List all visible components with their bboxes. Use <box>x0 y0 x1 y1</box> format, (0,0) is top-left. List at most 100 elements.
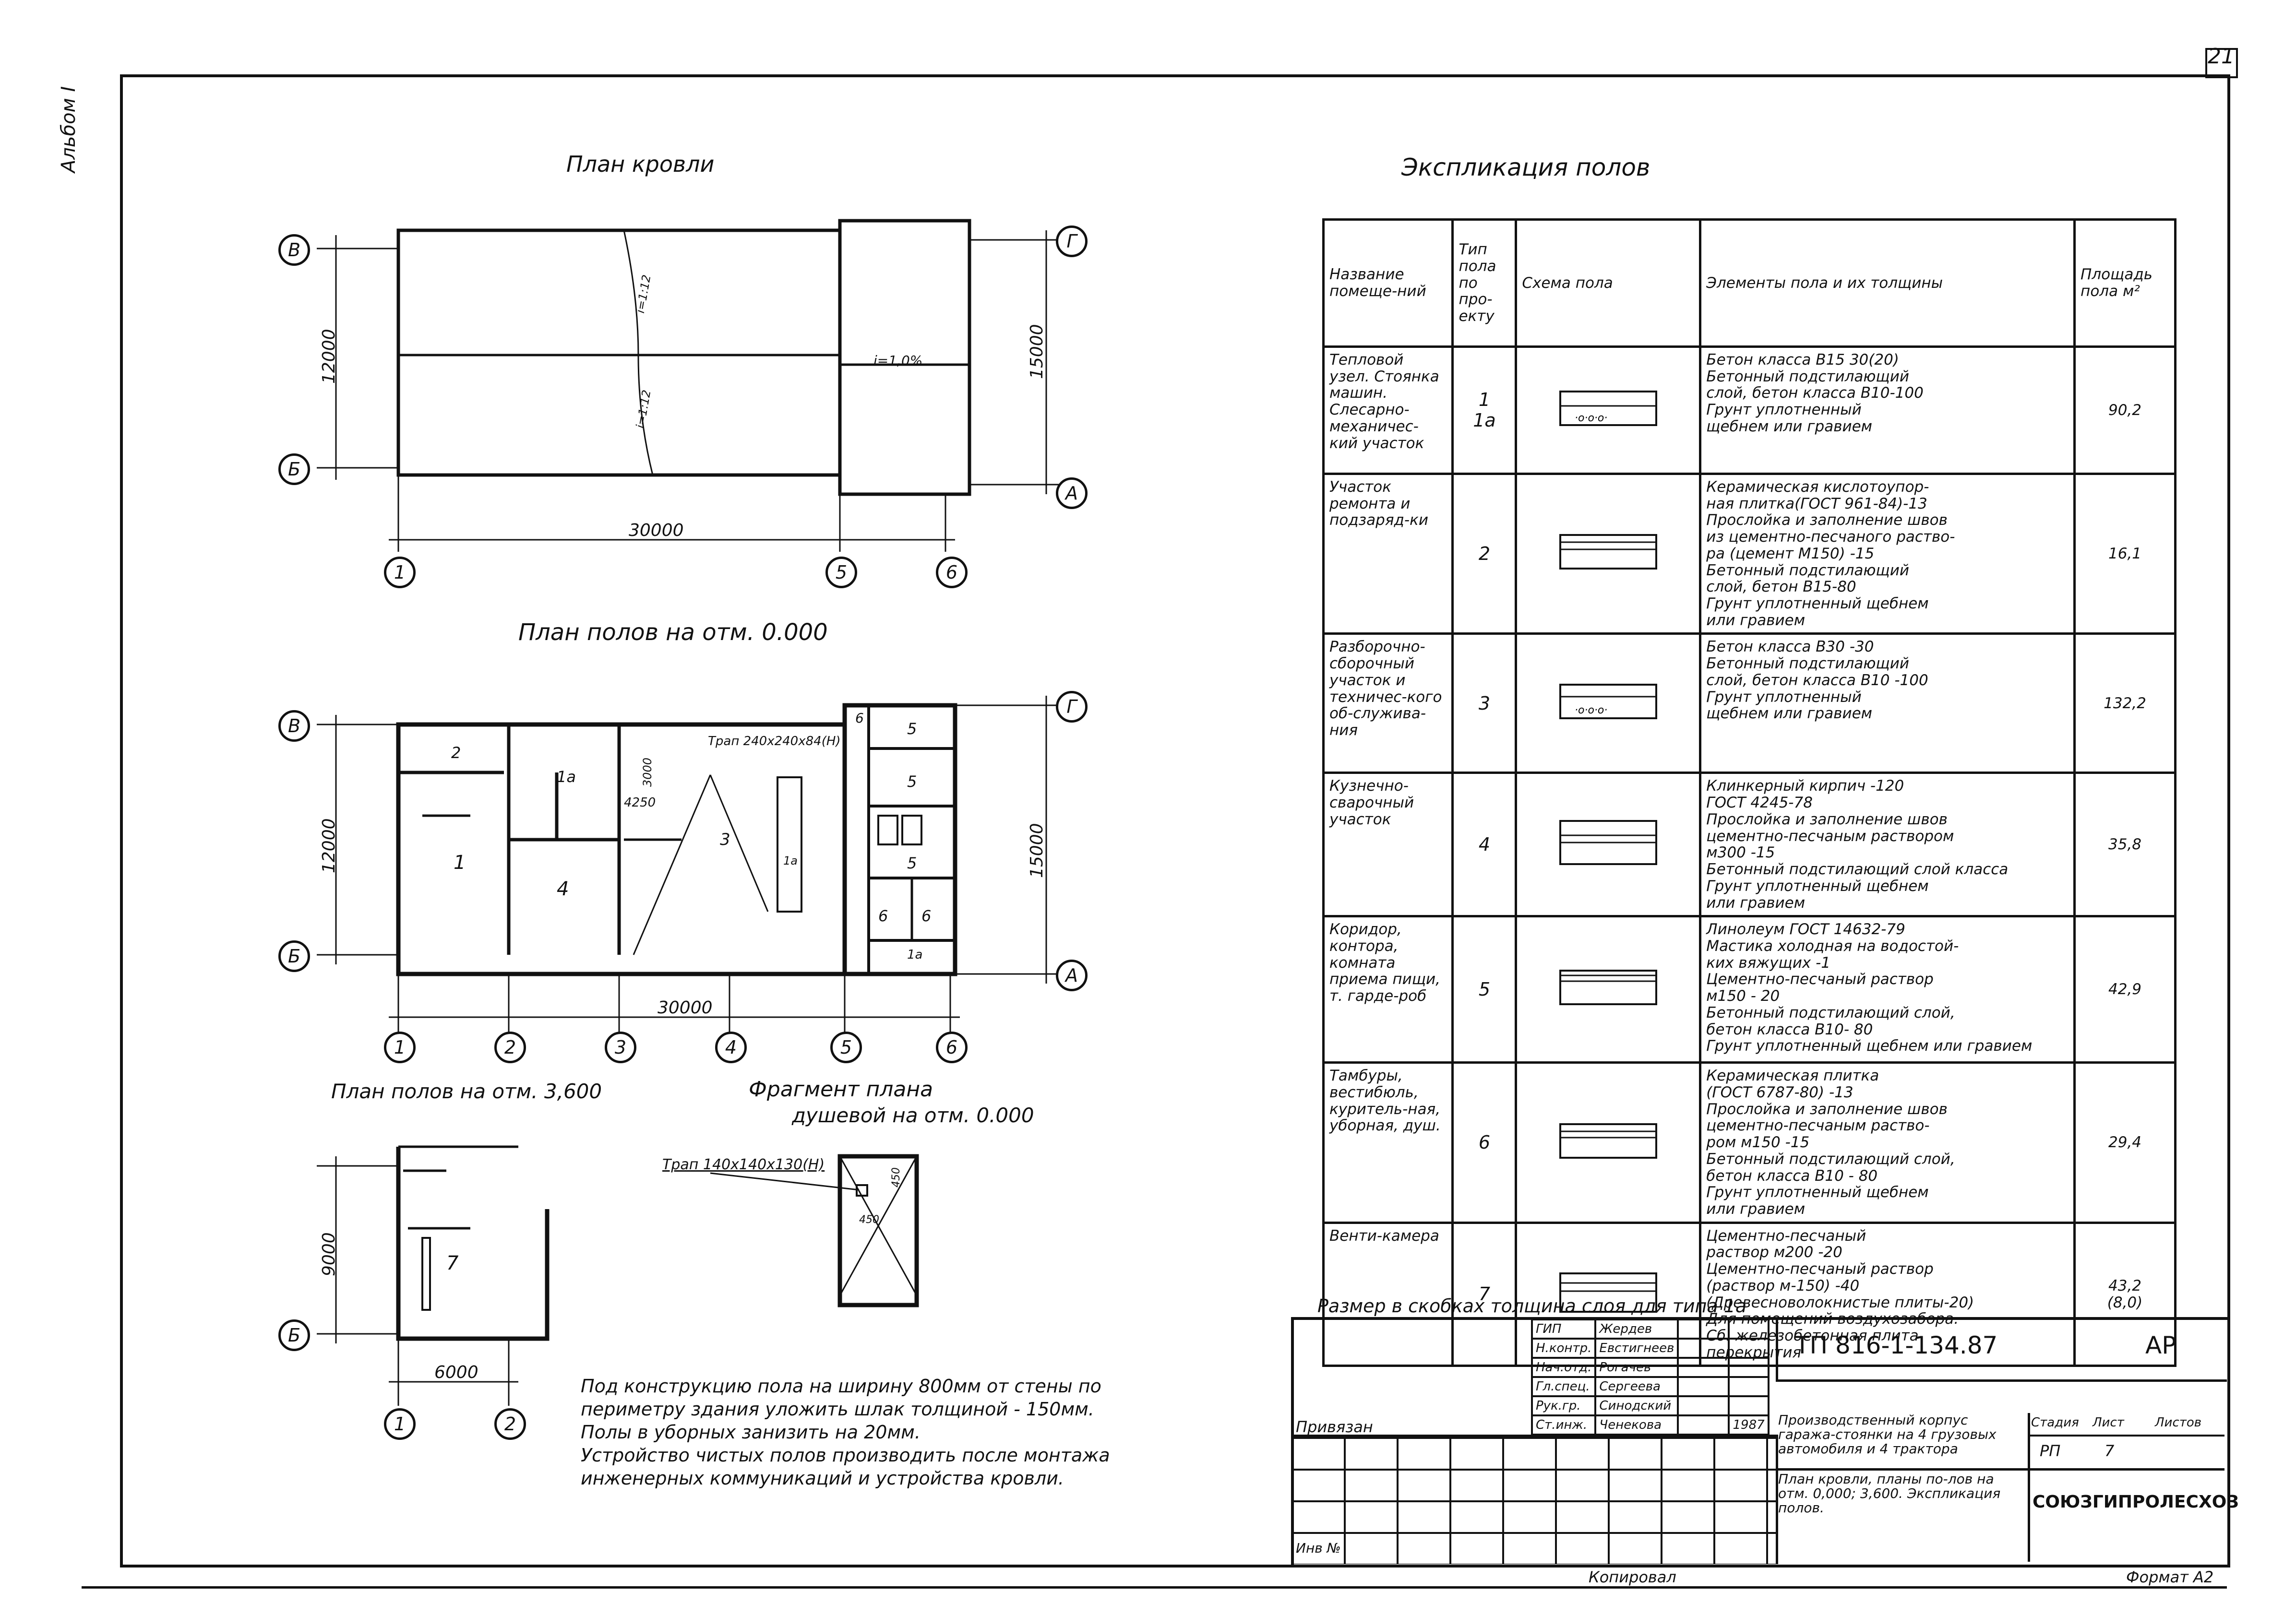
table-row: Тамбуры, вестибюль, куритель-ная, уборна… <box>1322 1061 2176 1224</box>
axis-col-5: 5 <box>825 557 857 588</box>
roof-dim-right: 15000 <box>1027 324 1047 379</box>
cell-name: Участок ремонта и подзаряд-ки <box>1322 472 1454 635</box>
cell-elements: Линолеум ГОСТ 14632-79 Мастика холодная … <box>1699 915 2076 1064</box>
cell-type: 6 <box>1451 1061 1518 1224</box>
floor-scheme-icon <box>1559 820 1657 866</box>
room-label: 2 <box>451 744 461 762</box>
explication-footnote: Размер в скобках толщина слоя для типа 1… <box>1317 1295 1747 1317</box>
floor-scheme-icon: ·o·o·o· <box>1559 684 1657 720</box>
notes-block: Под конструкцию пола на ширину 800мм от … <box>581 1375 1110 1490</box>
shower-drain-note: Трап 140х140х130(Н) <box>662 1156 825 1173</box>
axis-col-1-3600: 1 <box>384 1408 416 1440</box>
fp-dim-left: 12000 <box>319 818 339 873</box>
cell-area: 43,2 (8,0) <box>2073 1221 2176 1367</box>
svg-text:·o·o·o·: ·o·o·o· <box>1575 412 1607 424</box>
fp-drain-note: Трап 240х240х84(Н) <box>708 734 841 748</box>
axis-row-g-fp: Г <box>1056 691 1088 723</box>
table-row: Разборочно-сборочный участок и техничес-… <box>1322 632 2176 774</box>
cell-area: 16,1 <box>2073 472 2176 635</box>
person: Жердев <box>1594 1318 1679 1340</box>
table-row: Кузнечно-сварочный участок 4 Клинкерный … <box>1322 772 2176 918</box>
room-label: 6 <box>878 907 888 925</box>
room-label: 5 <box>907 720 917 738</box>
cell-area: 90,2 <box>2073 345 2176 475</box>
axis-row-b: Б <box>278 453 310 485</box>
svg-text:·o·o·o·: ·o·o·o· <box>1575 704 1607 716</box>
doc-section: АР <box>2145 1331 2176 1359</box>
doc-code: ТП 816-1-134.87 <box>1795 1331 1998 1359</box>
shower-fragment-drawing <box>710 1154 919 1307</box>
room-label: 4 <box>557 878 569 900</box>
shower-dim-2: 450 <box>859 1214 879 1226</box>
signature-row: Н.контр.Евстигнеев <box>1531 1338 1770 1359</box>
header-name: Название помеще-ний <box>1322 218 1454 348</box>
privyazan: Привязан <box>1296 1418 1373 1436</box>
col-stage-header: Стадия <box>2031 1415 2079 1430</box>
cell-elements: Клинкерный кирпич -120 ГОСТ 4245-78 Прос… <box>1699 772 2076 918</box>
roof-slope-3: i=1,0% <box>873 353 923 368</box>
axis-row-a: А <box>1056 477 1088 509</box>
cell-type: 7 <box>1451 1221 1518 1367</box>
axis-row-a-fp: А <box>1056 960 1088 991</box>
room-label: 5 <box>907 772 917 791</box>
axis-col-1: 1 <box>384 557 416 588</box>
fp-dim-right: 15000 <box>1027 823 1047 878</box>
floor-plan-3600-title: План полов на отм. 3,600 <box>331 1080 602 1103</box>
col-sheet-header: Лист <box>2093 1415 2124 1430</box>
roof-plan-drawing <box>317 219 1070 552</box>
fp-dim-width: 30000 <box>658 998 713 1018</box>
signature-row: Рук.гр.Синодский <box>1531 1395 1770 1416</box>
cell-name: Венти-камера <box>1322 1221 1454 1367</box>
cell-type: 3 <box>1451 632 1518 774</box>
shower-title-2: душевой на отм. 0.000 <box>792 1104 1034 1127</box>
table-row: Тепловой узел. Стоянка машин. Слесарно-м… <box>1322 345 2176 475</box>
person: Евстигнеев <box>1594 1338 1679 1359</box>
header-scheme: Схема пола <box>1515 218 1702 348</box>
cell-name: Кузнечно-сварочный участок <box>1322 772 1454 918</box>
explication-title: Экспликация полов <box>1401 154 1650 181</box>
cell-elements: Керамическая плитка (ГОСТ 6787-80) -13 П… <box>1699 1061 2076 1224</box>
room-label: 5 <box>907 854 917 872</box>
format-label: Формат А2 <box>2126 1568 2214 1586</box>
cell-name: Разборочно-сборочный участок и техничес-… <box>1322 632 1454 774</box>
cell-elements: Бетон класса В30 -30 Бетонный подстилающ… <box>1699 632 2076 774</box>
explication-table: Название помеще-ний Тип пола по про-екту… <box>1322 218 2176 1367</box>
axis-col-1-fp: 1 <box>384 1032 416 1063</box>
roof-dim-left: 12000 <box>319 329 339 384</box>
role: Гл.спец. <box>1531 1376 1597 1397</box>
shower-dim-1: 450 <box>890 1167 902 1188</box>
room-label: 6 <box>921 907 932 925</box>
fp-dim-3000: 3000 <box>641 757 654 787</box>
header-elements: Элементы пола и их толщины <box>1699 218 2076 348</box>
role: Рук.гр. <box>1531 1395 1597 1416</box>
person: Ченекова <box>1594 1414 1679 1436</box>
person: Синодский <box>1594 1395 1679 1416</box>
cell-name: Тамбуры, вестибюль, куритель-ная, уборна… <box>1322 1061 1454 1224</box>
cell-elements: Бетон класса В15 30(20) Бетонный подстил… <box>1699 345 2076 475</box>
room-label: 3 <box>720 830 730 849</box>
cell-scheme: ·o·o·o· <box>1515 345 1702 475</box>
stage-box <box>2028 1413 2227 1468</box>
bottom-line <box>82 1586 2227 1589</box>
role: Н.контр. <box>1531 1338 1597 1359</box>
dim-6000: 6000 <box>434 1363 478 1382</box>
axis-row-v: В <box>278 234 310 266</box>
cell-scheme <box>1515 772 1702 918</box>
floor-plan-0-drawing <box>317 696 1070 1041</box>
cell-area: 35,8 <box>2073 772 2176 918</box>
role: Ст.инж. <box>1531 1414 1597 1436</box>
role: ГИП <box>1531 1318 1597 1340</box>
sheet-value: 7 <box>2105 1442 2115 1460</box>
table-row: Коридор, контора, комната приема пищи, т… <box>1322 915 2176 1064</box>
privyazan-grid <box>1291 1435 1778 1564</box>
sheet-title: План кровли, планы по-лов на отм. 0,000;… <box>1778 1471 2001 1516</box>
cell-area: 42,9 <box>2073 915 2176 1064</box>
header-type: Тип пола по про-екту <box>1451 218 1518 348</box>
cell-type: 4 <box>1451 772 1518 918</box>
table-header-row: Название помеще-ний Тип пола по про-екту… <box>1322 218 2176 348</box>
inv-label: Инв № <box>1296 1540 1341 1556</box>
